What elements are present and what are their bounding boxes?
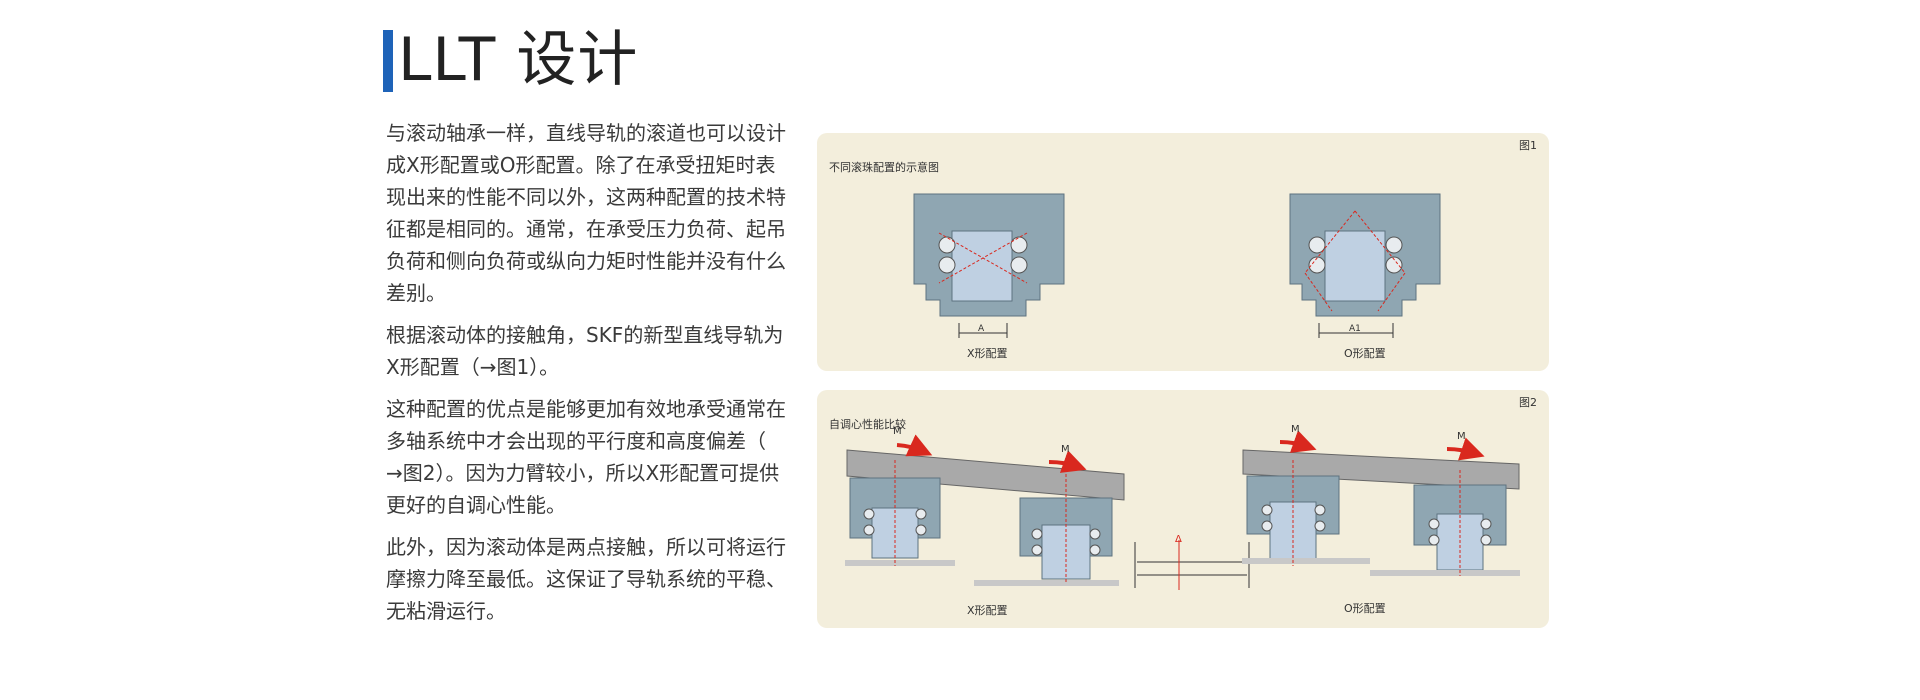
figure-1-panel: 图1 不同滚珠配置的示意图 A A1 X形配置 O形配置 xyxy=(817,133,1549,371)
o-config-bearing xyxy=(1289,193,1441,338)
moment-label-4: M xyxy=(1457,431,1466,442)
moment-label-3: M xyxy=(1291,424,1300,435)
paragraph-2: 根据滚动体的接触角，SKF的新型直线导轨为X形配置（→图1）。 xyxy=(386,323,784,379)
paragraph-1: 与滚动轴承一样，直线导轨的滚道也可以设计成X形配置或O形配置。除了在承受扭矩时表… xyxy=(386,121,786,305)
paragraph-4: 此外，因为滚动体是两点接触，所以可将运行摩擦力降至最低。这保证了导轨系统的平稳、… xyxy=(386,535,786,623)
figure-2-tag: 图2 xyxy=(1519,396,1537,409)
figure-1-left-caption: X形配置 xyxy=(967,347,1008,360)
figure-1-tag: 图1 xyxy=(1519,139,1537,152)
title-accent-bar xyxy=(383,30,393,92)
moment-label-2: M xyxy=(1061,444,1070,455)
figure-2-panel: 图2 自调心性能比较 M M M M Δ X形配置 O形配置 xyxy=(817,390,1549,628)
x-config-bearing xyxy=(913,193,1065,338)
body-text: 与滚动轴承一样，直线导轨的滚道也可以设计成X形配置或O形配置。除了在承受扭矩时表… xyxy=(386,117,786,637)
paragraph-3: 这种配置的优点是能够更加有效地承受通常在多轴系统中才会出现的平行度和高度偏差（ … xyxy=(386,397,786,517)
x-config-tilted-assembly xyxy=(845,434,1250,590)
moment-label-1: M xyxy=(893,426,902,437)
figure-1-right-caption: O形配置 xyxy=(1344,347,1386,360)
dimension-a1-label: A1 xyxy=(1349,324,1361,334)
figure-1-subtitle: 不同滚珠配置的示意图 xyxy=(829,161,939,174)
o-config-tilted-assembly xyxy=(1242,430,1520,576)
delta-label: Δ xyxy=(1175,534,1182,545)
figure-2-diagram xyxy=(845,430,1520,590)
figure-1-diagram xyxy=(913,193,1441,338)
dimension-a-label: A xyxy=(978,324,985,334)
page-title: LLT 设计 xyxy=(398,25,639,95)
figure-2-left-caption: X形配置 xyxy=(967,604,1008,617)
figure-2-subtitle: 自调心性能比较 xyxy=(829,418,906,431)
figure-2-right-caption: O形配置 xyxy=(1344,602,1386,615)
